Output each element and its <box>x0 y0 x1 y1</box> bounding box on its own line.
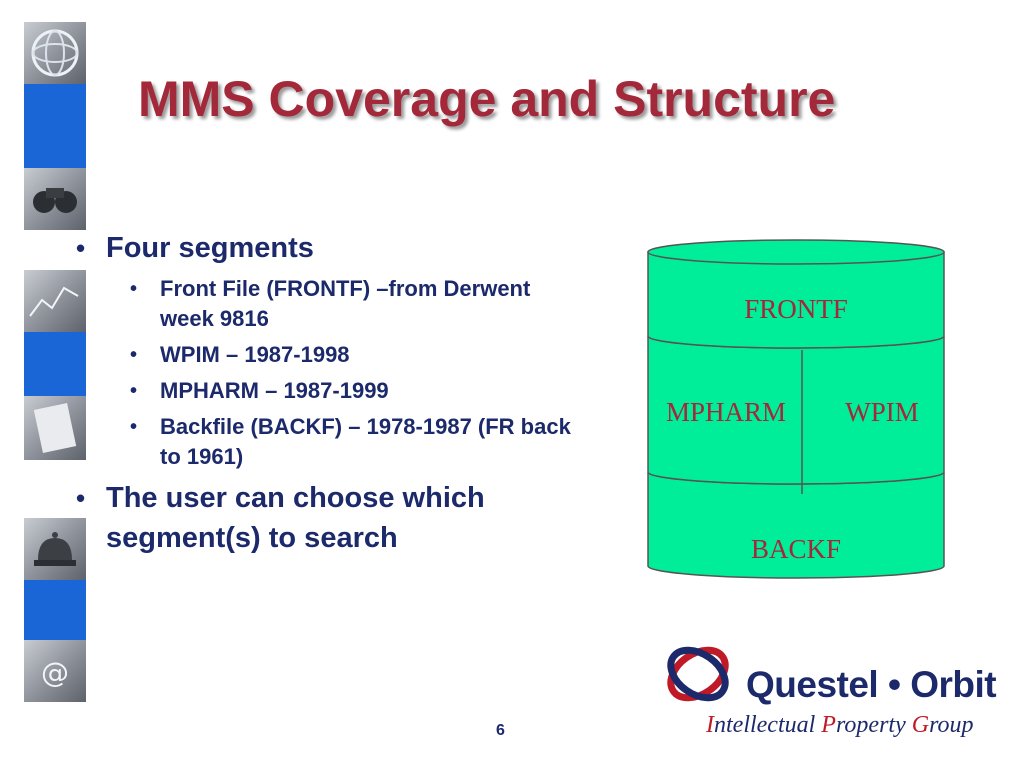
questel-orbit-logo: Questel • Orbit Intellectual Property Gr… <box>660 634 997 744</box>
sub-bullet-item: • WPIM – 1987-1998 <box>76 340 576 370</box>
bullet-icon: • <box>130 380 138 402</box>
slide-title: MMS Coverage and Structure <box>138 71 836 127</box>
backf-label: BACKF <box>751 534 841 564</box>
blue-tile <box>24 332 86 396</box>
sub-bullet-text: MPHARM – 1987-1999 <box>160 378 389 403</box>
blue-tile <box>24 580 86 640</box>
decorative-strip: @ <box>24 22 86 702</box>
page-number: 6 <box>496 722 505 739</box>
orbit-rings-icon <box>667 646 729 702</box>
frontf-segment <box>647 251 945 349</box>
binoculars-image <box>24 168 86 230</box>
sub-bullet-item: • Backfile (BACKF) – 1978-1987 (FR back … <box>76 412 576 472</box>
sub-bullet-item: • MPHARM – 1987-1999 <box>76 376 576 406</box>
logo-name: Questel • Orbit <box>746 664 997 705</box>
bullet-icon: • <box>130 344 138 366</box>
bullet-list: • Four segments • Front File (FRONTF) –f… <box>76 228 576 558</box>
bullet-icon: • <box>130 278 138 300</box>
bullet-icon: • <box>76 233 86 263</box>
logo-tagline: Intellectual Property Group <box>706 712 974 738</box>
chart-paper-image <box>24 270 86 332</box>
sub-bullet-item: • Front File (FRONTF) –from Derwent week… <box>76 274 576 334</box>
bullet-item: • The user can choose which segment(s) t… <box>76 478 576 558</box>
sub-bullet-text: WPIM – 1987-1998 <box>160 342 350 367</box>
sub-bullet-text: Backfile (BACKF) – 1978-1987 (FR back to… <box>160 414 571 469</box>
wpim-label: WPIM <box>845 397 919 427</box>
bell-image <box>24 518 86 580</box>
bullet-icon: • <box>130 416 138 438</box>
svg-text:@: @ <box>41 656 69 689</box>
bullet-text: The user can choose which segment(s) to … <box>106 482 485 554</box>
bullet-item: • Four segments <box>76 228 576 268</box>
bullet-icon: • <box>76 483 86 513</box>
database-cylinder-diagram: FRONTF MPHARM WPIM BACKF <box>647 239 945 579</box>
blue-tile <box>24 84 86 168</box>
cylinder-top <box>647 239 945 265</box>
bullet-text: Four segments <box>106 232 314 264</box>
at-sign-image: @ <box>24 640 86 702</box>
mpharm-label: MPHARM <box>666 397 786 427</box>
document-image <box>24 396 86 460</box>
frontf-label: FRONTF <box>744 294 848 324</box>
globe-image <box>24 22 86 84</box>
sub-bullet-text: Front File (FRONTF) –from Derwent week 9… <box>160 276 531 331</box>
